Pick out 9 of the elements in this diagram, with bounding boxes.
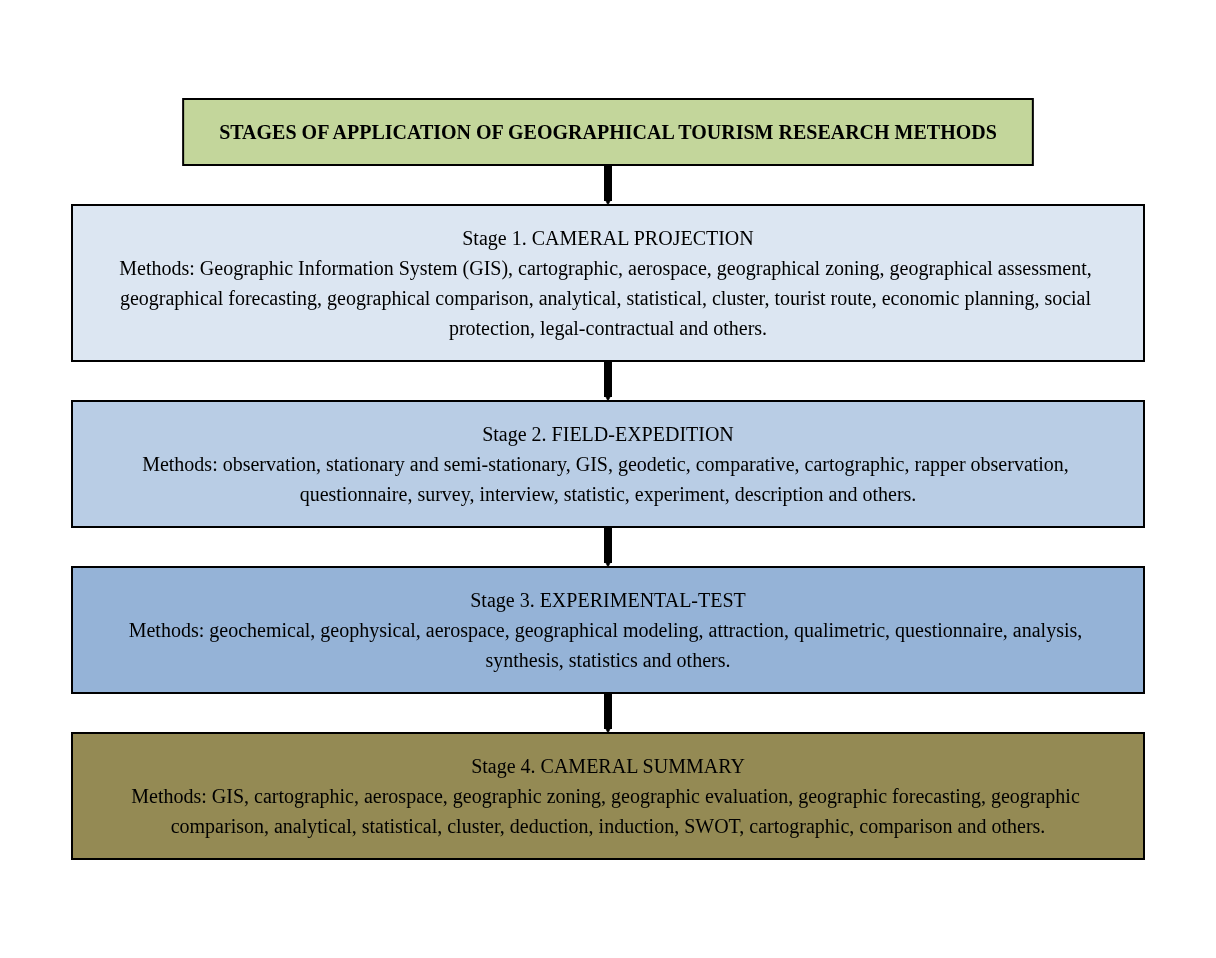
node-box: STAGES OF APPLICATION OF GEOGRAPHICAL TOURISM RESEARCH METHODS	[182, 98, 1034, 166]
node-box: Stage 4. CAMERAL SUMMARY Methods: GIS, cartographic, aerospace, geographic zoning, geographic evaluation, geographic forecasting, geographic comparison, analytical, statistical, cluster, deduction, induction, SWOT, cartographic, comparison and others.	[71, 732, 1145, 860]
arrow	[603, 360, 613, 402]
arrow	[603, 692, 613, 734]
node-box: Stage 2. FIELD-EXPEDITION Methods: observation, stationary and semi-stationary, GIS, geodetic, comparative, cartographic, rapper observation, questionnaire, survey, interview, statistic, experiment, description and others.	[71, 400, 1145, 528]
arrow	[603, 164, 613, 206]
node-box: Stage 3. EXPERIMENTAL-TEST Methods: geochemical, geophysical, aerospace, geographical modeling, attraction, qualimetric, questionnaire, analysis, synthesis, statistics and others.	[71, 566, 1145, 694]
node-box: Stage 1. CAMERAL PROJECTION Methods: Geographic Information System (GIS), cartographic, aerospace, geographical zoning, geographical assessment, geographical forecasting, geographical comparison, analytical, statistical, cluster, tourist route, economic planning, social protection, legal-contractual and others.	[71, 204, 1145, 362]
arrow	[603, 526, 613, 568]
